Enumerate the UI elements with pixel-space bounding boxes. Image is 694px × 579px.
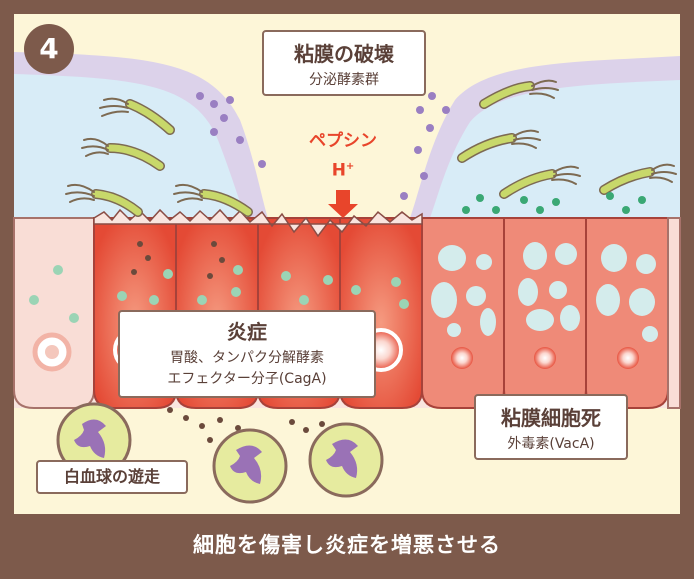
inflammation-line1: 胃酸、タンパク分解酵素 bbox=[170, 350, 324, 366]
inflammation-label: 炎症 胃酸、タンパク分解酵素 エフェクター分子(CagA) bbox=[118, 310, 376, 398]
down-arrow-icon bbox=[328, 190, 358, 218]
cell-death-label: 粘膜細胞死 外毒素(VacA) bbox=[474, 394, 628, 460]
cell-death-subtitle: 外毒素(VacA) bbox=[507, 436, 595, 452]
dying-cells bbox=[421, 217, 681, 409]
proton-text: H+ bbox=[331, 160, 355, 181]
step-badge: 4 bbox=[24, 24, 74, 74]
enzyme-dots bbox=[196, 82, 450, 200]
mucosa-subtitle: 分泌酵素群 bbox=[309, 72, 379, 88]
damaged-surface bbox=[93, 208, 423, 238]
mucosa-title: 粘膜の破壊 bbox=[294, 42, 394, 66]
mucus-layer bbox=[14, 74, 680, 218]
cell-death-title: 粘膜細胞死 bbox=[501, 406, 601, 430]
inflammation-line2: エフェクター分子(CagA) bbox=[167, 371, 327, 387]
leukocyte-migration-label: 白血球の遊走 bbox=[36, 460, 188, 494]
bacteria bbox=[65, 79, 677, 217]
pepsin-label: ペプシン H+ bbox=[300, 128, 386, 184]
pepsin-text: ペプシン bbox=[309, 131, 377, 151]
green-granules bbox=[117, 265, 409, 309]
bottom-caption: 細胞を傷害し炎症を増悪させる bbox=[0, 514, 694, 579]
mucosa-destruction-label: 粘膜の破壊 分泌酵素群 bbox=[262, 30, 426, 96]
healthy-cell bbox=[13, 217, 95, 409]
toxin-dots bbox=[462, 192, 646, 214]
cytokine-dots bbox=[131, 241, 325, 443]
inflammation-title: 炎症 bbox=[227, 320, 267, 344]
leukocytes bbox=[56, 402, 384, 504]
